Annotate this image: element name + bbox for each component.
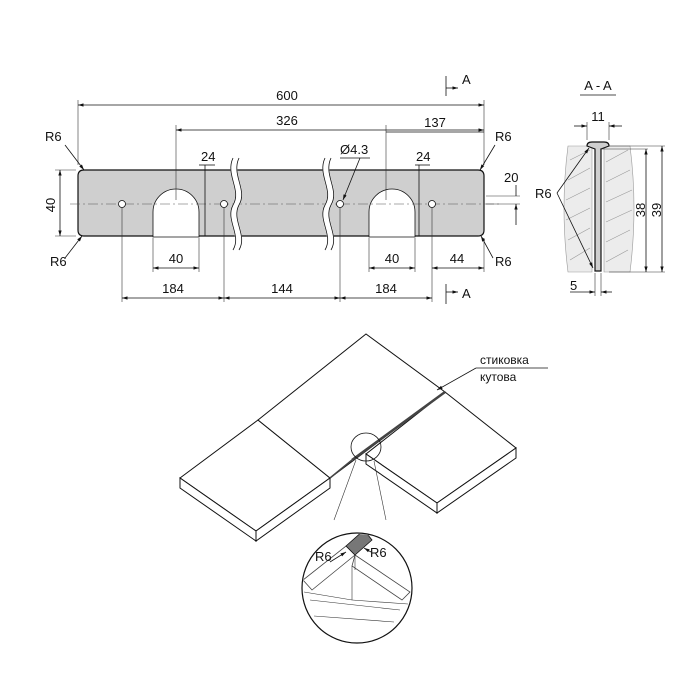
dim-40-height: 40 <box>43 198 58 212</box>
slot-depth-right: 24 <box>416 149 430 164</box>
t-profile-section <box>586 141 610 272</box>
slot-width-right: 40 <box>385 251 399 266</box>
slot-width-left: 40 <box>169 251 183 266</box>
detail-radius-right: R6 <box>370 545 387 560</box>
radius-top-right: R6 <box>495 129 512 144</box>
detail-view: R6 R6 <box>301 532 413 644</box>
hole-3 <box>336 200 344 208</box>
section-radius: R6 <box>535 186 552 201</box>
slot-depth-left: 24 <box>201 149 215 164</box>
dim-184-right: 184 <box>375 281 397 296</box>
dim-11: 11 <box>591 109 605 124</box>
dim-5: 5 <box>570 278 577 293</box>
dim-326: 326 <box>276 113 298 128</box>
dim-39: 39 <box>649 203 664 217</box>
callout-line-2: кутова <box>480 370 517 384</box>
section-title: A - A <box>584 78 612 93</box>
section-hatch <box>565 149 633 263</box>
radius-bottom-left: R6 <box>50 254 67 269</box>
detail-marker-circle <box>350 432 382 462</box>
right-slot <box>368 188 416 238</box>
radius-bottom-right: R6 <box>495 254 512 269</box>
isometric-view: стиковка кутова R6 R6 <box>179 333 548 644</box>
dim-600: 600 <box>276 88 298 103</box>
corner-joint-profile <box>351 390 446 462</box>
break-line-right <box>322 157 329 251</box>
top-view: 600 326 137 40 R6 R6 R6 R6 Ø4.3 24 24 20… <box>43 72 520 304</box>
dim-38: 38 <box>633 203 648 217</box>
section-marker-bottom: A <box>462 286 471 301</box>
dim-44: 44 <box>450 251 464 266</box>
hole-2 <box>220 200 228 208</box>
callout-line-1: стиковка <box>480 353 529 367</box>
section-marker-top: A <box>462 72 471 87</box>
section-view: A - A <box>535 78 665 296</box>
dim-20: 20 <box>504 170 518 185</box>
break-line-left <box>230 157 237 251</box>
left-slot <box>152 188 200 238</box>
dim-184-left: 184 <box>162 281 184 296</box>
hole-diameter-label: Ø4.3 <box>340 142 368 157</box>
hole-1 <box>118 200 126 208</box>
connector-plate-body <box>77 169 485 237</box>
dim-137: 137 <box>424 115 446 130</box>
detail-joint-profile <box>345 534 373 556</box>
detail-radius-left: R6 <box>315 549 332 564</box>
hole-4 <box>428 200 436 208</box>
dim-144: 144 <box>271 281 293 296</box>
radius-top-left: R6 <box>45 129 62 144</box>
